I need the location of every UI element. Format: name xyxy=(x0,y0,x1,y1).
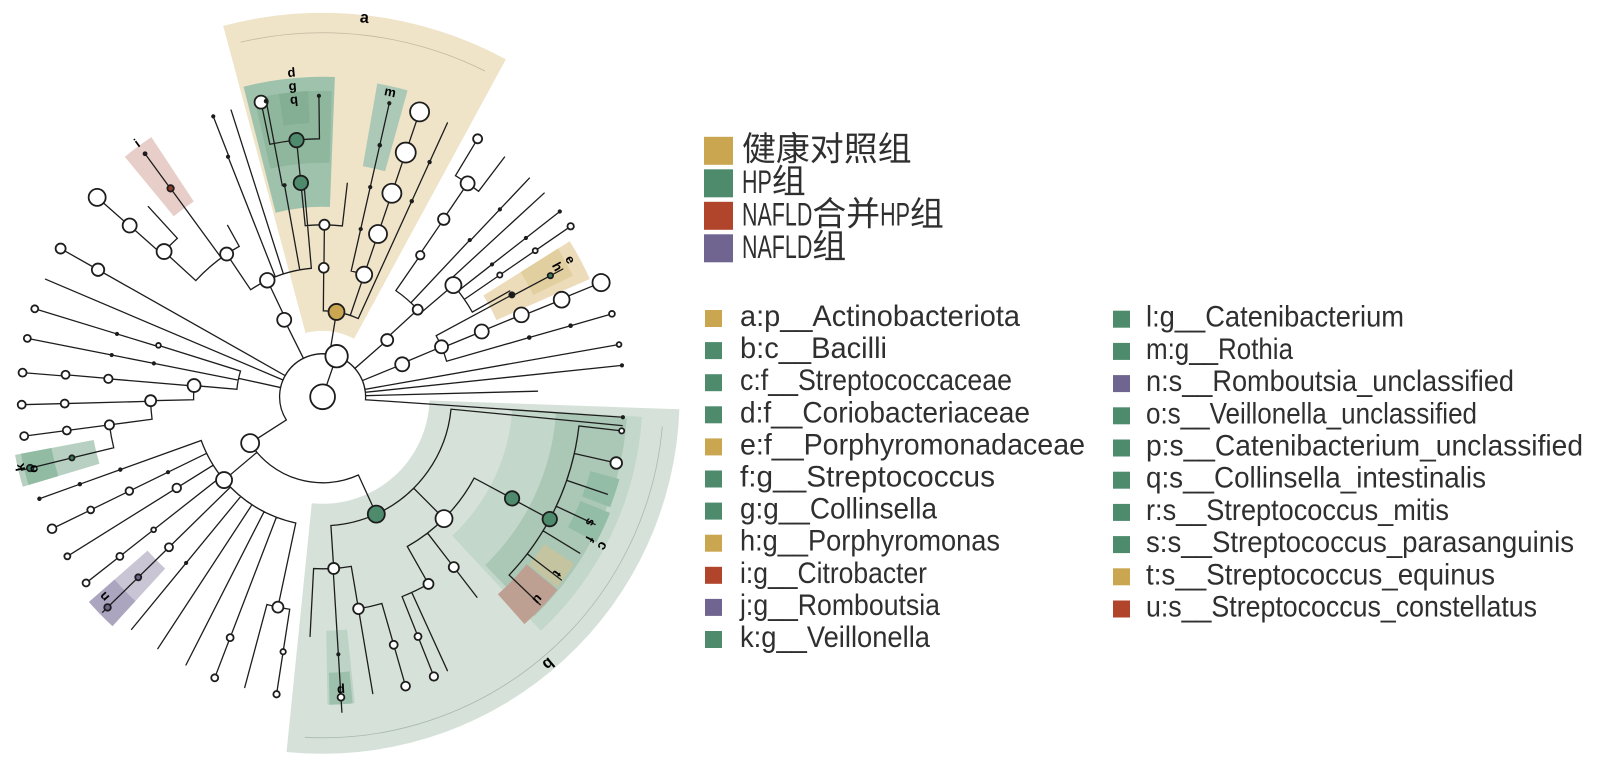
svg-text:c:f__Streptococcaceae: c:f__Streptococcaceae xyxy=(740,364,1012,397)
svg-text:u:s__Streptococcus_constellatu: u:s__Streptococcus_constellatus xyxy=(1146,591,1537,624)
svg-text:p:s__Catenibacterium_unclassif: p:s__Catenibacterium_unclassified xyxy=(1146,430,1583,463)
svg-text:t:s__Streptococcus_equinus: t:s__Streptococcus_equinus xyxy=(1146,558,1495,591)
svg-text:HP: HP xyxy=(880,197,910,233)
svg-text:m:g__Rothia: m:g__Rothia xyxy=(1146,333,1293,366)
svg-text:f:g__Streptococcus: f:g__Streptococcus xyxy=(740,461,995,494)
svg-text:d: d xyxy=(287,64,296,80)
svg-text:p: p xyxy=(337,683,346,698)
svg-text:s:s__Streptococcus_parasanguin: s:s__Streptococcus_parasanguinis xyxy=(1146,526,1574,559)
svg-text:m: m xyxy=(383,83,398,100)
svg-text:h:g__Porphyromonas: h:g__Porphyromonas xyxy=(740,525,1000,558)
svg-text:j:g__Romboutsia: j:g__Romboutsia xyxy=(739,589,940,622)
svg-text:e:f__Porphyromonadaceae: e:f__Porphyromonadaceae xyxy=(740,428,1085,461)
svg-text:o:s__Veillonella_unclassified: o:s__Veillonella_unclassified xyxy=(1146,397,1477,430)
svg-text:a:p__Actinobacteriota: a:p__Actinobacteriota xyxy=(740,300,1020,333)
svg-text:NAFLD: NAFLD xyxy=(742,197,812,233)
svg-text:g:g__Collinsella: g:g__Collinsella xyxy=(740,493,937,526)
svg-text:k: k xyxy=(12,461,28,472)
svg-text:b:c__Bacilli: b:c__Bacilli xyxy=(740,332,887,365)
svg-text:HP: HP xyxy=(742,164,772,200)
svg-text:l:g__Catenibacterium: l:g__Catenibacterium xyxy=(1146,301,1404,334)
svg-text:o: o xyxy=(25,463,41,474)
svg-text:a: a xyxy=(359,9,370,27)
svg-text:i: i xyxy=(131,136,143,150)
svg-text:f: f xyxy=(582,534,598,545)
svg-text:d:f__Coriobacteriaceae: d:f__Coriobacteriaceae xyxy=(740,396,1030,429)
svg-text:i:g__Citrobacter: i:g__Citrobacter xyxy=(740,557,927,590)
svg-text:q: q xyxy=(289,91,298,107)
svg-text:k:g__Veillonella: k:g__Veillonella xyxy=(740,621,930,654)
svg-text:q:s__Collinsella_intestinalis: q:s__Collinsella_intestinalis xyxy=(1146,462,1486,495)
svg-text:g: g xyxy=(288,78,297,94)
svg-text:n:s__Romboutsia_unclassified: n:s__Romboutsia_unclassified xyxy=(1146,365,1514,398)
svg-text:r:s__Streptococcus_mitis: r:s__Streptococcus_mitis xyxy=(1146,494,1449,527)
svg-text:NAFLD: NAFLD xyxy=(742,229,812,265)
